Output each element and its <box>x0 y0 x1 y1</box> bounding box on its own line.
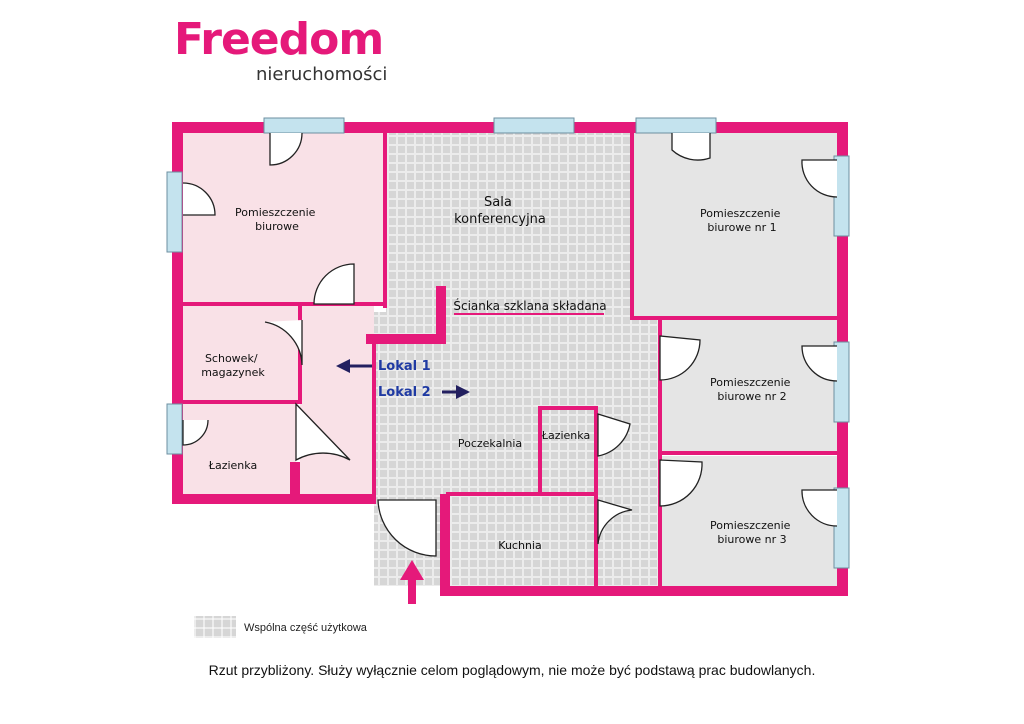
door-office1-top <box>671 133 711 161</box>
legend-common-area-swatch <box>194 616 236 638</box>
label-conference: Sala konferencyjna <box>454 195 546 227</box>
door-bath-center <box>597 413 631 457</box>
door-office3-right <box>801 489 838 527</box>
unit-arrows <box>336 359 470 399</box>
label-bathroom-center: Łazienka <box>541 429 590 442</box>
doors <box>182 132 838 557</box>
wall-office1-left <box>630 130 634 316</box>
entry-arrow-shaft <box>408 574 416 604</box>
windows <box>166 117 850 569</box>
door-kitchen <box>597 499 633 545</box>
door-office-left <box>182 182 216 216</box>
door-office2-right <box>801 345 838 382</box>
label-office-2: Pomieszczenie biurowe nr 2 <box>710 376 794 403</box>
door-bath-left <box>295 402 351 462</box>
wall-storage-bottom <box>180 400 302 404</box>
label-storage: Schowek/ magazynek <box>201 352 265 379</box>
label-lokal-2: Lokal 2 <box>378 385 431 400</box>
window-top-3 <box>635 117 717 134</box>
door-office-hall <box>313 263 355 305</box>
brand-logo: Freedom <box>174 14 384 65</box>
label-lokal-1: Lokal 1 <box>378 359 431 374</box>
door-storage <box>264 320 303 366</box>
label-office-3: Pomieszczenie biurowe nr 3 <box>710 519 794 546</box>
window-left-1 <box>166 171 183 253</box>
window-top-2 <box>493 117 575 134</box>
disclaimer-text: Rzut przybliżony. Służy wyłącznie celom … <box>208 662 816 678</box>
label-glass-wall: Ścianka szklana składana <box>453 298 606 313</box>
wall-office2-bottom <box>658 451 840 455</box>
legend-common-area-label: Wspólna część użytkowa <box>244 622 367 634</box>
wall-kitchen-top <box>446 492 598 496</box>
brand-tagline: nieruchomości <box>256 64 388 85</box>
window-top-1 <box>263 117 345 134</box>
partitions <box>180 130 840 586</box>
label-bathroom-left: Łazienka <box>208 459 257 472</box>
label-kitchen: Kuchnia <box>498 539 541 552</box>
wall-office-bottom <box>180 302 387 306</box>
label-office-1: Pomieszczenie biurowe nr 1 <box>700 207 784 234</box>
wall-hall-post <box>436 286 446 344</box>
wall-left <box>172 122 183 504</box>
wall-bath-left <box>538 406 542 494</box>
entry-arrow-head <box>400 560 424 580</box>
wall-bottom-right <box>440 586 848 596</box>
wall-office-right <box>383 130 387 308</box>
window-left-2 <box>166 403 183 455</box>
window-right-2 <box>833 341 850 423</box>
door-bath-left-window <box>182 419 209 446</box>
wall-office1-bottom <box>630 316 840 320</box>
wall-bottom-entry <box>440 494 450 596</box>
floor-bathroom-left <box>180 402 296 494</box>
door-entry <box>377 499 437 557</box>
wall-bath-top <box>538 406 598 410</box>
arrow-lokal-2-head <box>456 385 470 399</box>
floor-conference <box>386 130 634 312</box>
door-office3-left <box>659 459 703 507</box>
wall-bath-stub <box>290 462 300 502</box>
arrow-lokal-1-head <box>336 359 350 373</box>
door-office-top <box>269 132 303 166</box>
window-right-3 <box>833 487 850 569</box>
wall-hall-inner <box>366 334 442 344</box>
wall-hall-right <box>372 340 376 498</box>
wall-bottom-left <box>172 494 376 504</box>
label-waiting: Poczekalnia <box>458 437 522 450</box>
label-office-main: Pomieszczenie biurowe <box>235 206 319 233</box>
door-office2-left <box>659 335 701 381</box>
entry-arrow <box>400 560 424 604</box>
door-office1-right <box>801 159 838 198</box>
floor-hall-left <box>300 306 374 494</box>
